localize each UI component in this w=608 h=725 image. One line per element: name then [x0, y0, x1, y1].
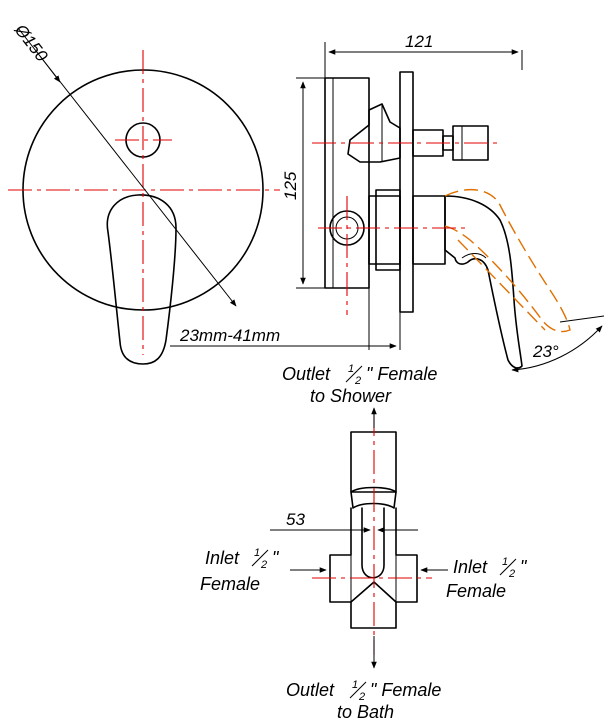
svg-text:Female: Female	[446, 581, 506, 601]
svg-text:2: 2	[358, 691, 365, 703]
svg-text:Inlet: Inlet	[205, 548, 240, 568]
svg-text:": "	[520, 557, 528, 577]
inlet-left-label: Inlet 1 2 " Female	[200, 547, 280, 594]
svg-text:2: 2	[354, 375, 361, 387]
dim-53-label: 53	[286, 510, 305, 529]
svg-text:" Female: " Female	[370, 680, 441, 700]
dim-wall-label: 23mm-41mm	[179, 326, 280, 345]
svg-text:Outlet: Outlet	[286, 680, 335, 700]
svg-text:1: 1	[254, 547, 260, 559]
svg-text:to Shower: to Shower	[310, 386, 392, 406]
diameter-arrow-top	[39, 55, 61, 83]
outlet-bath-label: Outlet 1 2 " Female to Bath	[286, 679, 441, 722]
wall-plate	[399, 71, 414, 313]
svg-text:2: 2	[508, 568, 515, 580]
angle-arc	[511, 325, 603, 373]
dim-121-label: 121	[405, 32, 433, 51]
front-view: Ø150	[8, 20, 280, 365]
svg-text:Inlet: Inlet	[453, 557, 488, 577]
angle-label: 23°	[532, 342, 559, 361]
svg-text:2: 2	[260, 559, 267, 571]
svg-text:Female: Female	[200, 574, 260, 594]
inlet-right-label: Inlet 1 2 " Female	[446, 556, 528, 601]
lever-handle	[106, 194, 177, 365]
svg-text:Outlet: Outlet	[282, 364, 331, 384]
svg-text:": "	[272, 548, 280, 568]
svg-text:1: 1	[502, 556, 508, 568]
svg-text:1: 1	[348, 363, 354, 375]
dim-125-label: 125	[281, 171, 300, 200]
lever-side	[444, 195, 523, 369]
side-view: 121 125 23mm-41mm 23°	[170, 32, 605, 373]
outlet-shower-label: Outlet 1 2 " Female to Shower	[282, 363, 437, 406]
diverter-spindle	[347, 103, 401, 163]
lever-alt-position	[444, 188, 571, 333]
cartridge-sleeve	[412, 195, 446, 265]
svg-text:to Bath: to Bath	[337, 702, 394, 722]
cartridge	[368, 195, 401, 265]
diameter-label: Ø150	[10, 20, 52, 66]
svg-text:" Female: " Female	[366, 364, 437, 384]
valve-cross-body	[329, 507, 418, 629]
internal-passage-top	[361, 507, 385, 579]
plan-view: 53	[270, 407, 448, 669]
svg-text:1: 1	[352, 679, 358, 691]
